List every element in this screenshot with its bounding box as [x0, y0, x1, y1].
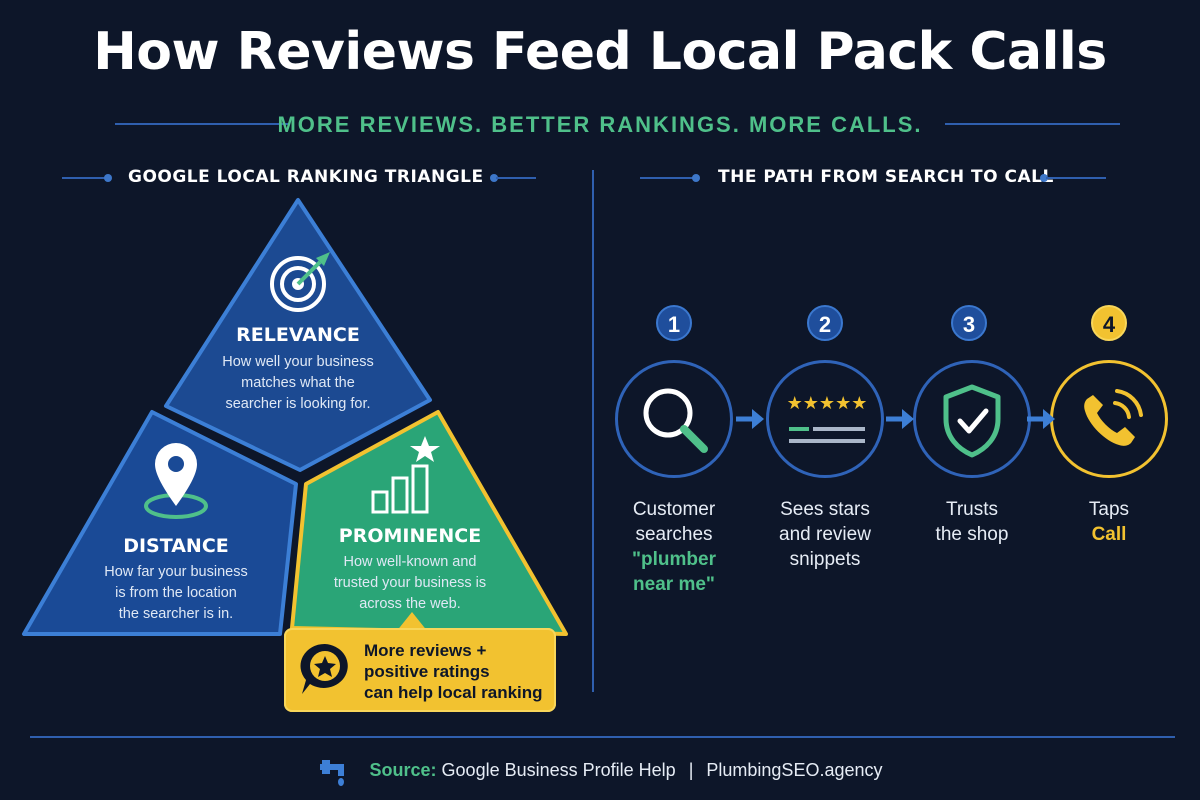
location-pin-icon	[144, 443, 208, 519]
section-divider	[592, 170, 594, 692]
prominence-panel	[290, 410, 568, 636]
left-header-rule-right	[496, 177, 536, 179]
growth-bars-icon	[371, 436, 440, 514]
step-2-label: Sees stars and review snippets	[779, 499, 871, 570]
arrow-3-icon	[1027, 409, 1055, 429]
step-3-label: Trusts the shop	[935, 499, 1009, 545]
source-label: Source:	[369, 759, 437, 780]
step-2-number: 2	[807, 305, 843, 341]
relevance-heading: RELEVANCE	[236, 324, 360, 346]
subtitle-rule-left	[115, 123, 290, 125]
prominence-description: How well-known and trusted your business…	[333, 554, 487, 612]
footer-rule	[30, 736, 1175, 738]
target-icon	[270, 252, 330, 312]
step-4-label: Taps Call	[1088, 499, 1130, 545]
review-callout: More reviews + positive ratings can help…	[284, 628, 556, 712]
distance-panel	[22, 410, 298, 636]
callout-pointer	[396, 612, 428, 632]
svg-text:★★★★★: ★★★★★	[787, 393, 868, 414]
path-section-title: THE PATH FROM SEARCH TO CALL	[718, 167, 1054, 187]
step-1-label: Customer searches "plumber near me"	[632, 499, 716, 595]
triangle-section-title: GOOGLE LOCAL RANKING TRIANGLE	[128, 167, 484, 187]
step-2-circle: ★★★★★	[766, 360, 884, 478]
step-3-circle	[913, 360, 1031, 478]
faucet-icon	[319, 760, 344, 786]
relevance-description: How well your business matches what the …	[222, 354, 374, 412]
right-header-rule-right	[1046, 177, 1106, 179]
right-header-rule-left	[640, 177, 695, 179]
prominence-heading: PROMINENCE	[338, 525, 482, 547]
arrow-1-icon	[736, 409, 764, 429]
step-4-number: 4	[1091, 305, 1127, 341]
page-title: How Reviews Feed Local Pack Calls	[93, 22, 1107, 82]
step-4-circle	[1050, 360, 1168, 478]
star-speech-bubble-icon	[300, 643, 348, 694]
right-header-dot-right	[1040, 174, 1048, 182]
subtitle: MORE REVIEWS. BETTER RANKINGS. MORE CALL…	[277, 112, 923, 137]
right-header-dot-left	[692, 174, 700, 182]
left-header-dot-right	[490, 174, 498, 182]
magnifier-icon	[643, 388, 708, 453]
phone-icon	[1084, 389, 1143, 446]
footer-site[interactable]: PlumbingSEO.agency	[706, 759, 883, 780]
relevance-panel	[164, 198, 432, 472]
step-1-number: 1	[656, 305, 692, 341]
ranking-triangle	[22, 198, 568, 636]
left-header-rule-left	[62, 177, 107, 179]
step-3-number: 3	[951, 305, 987, 341]
stars-review-icon: ★★★★★	[787, 393, 868, 443]
footer-separator: |	[688, 759, 694, 780]
subtitle-rule-right	[945, 123, 1120, 125]
step-1-circle	[615, 360, 733, 478]
footer-source: Source: Google Business Profile Help | P…	[0, 756, 1200, 786]
source-text: Google Business Profile Help	[441, 759, 676, 780]
arrow-2-icon	[886, 409, 914, 429]
shield-check-icon	[943, 384, 1001, 458]
callout-text: More reviews + positive ratings can help…	[364, 641, 543, 702]
left-header-dot-left	[104, 174, 112, 182]
distance-heading: DISTANCE	[123, 535, 229, 557]
distance-description: How far your business is from the locati…	[104, 564, 248, 622]
